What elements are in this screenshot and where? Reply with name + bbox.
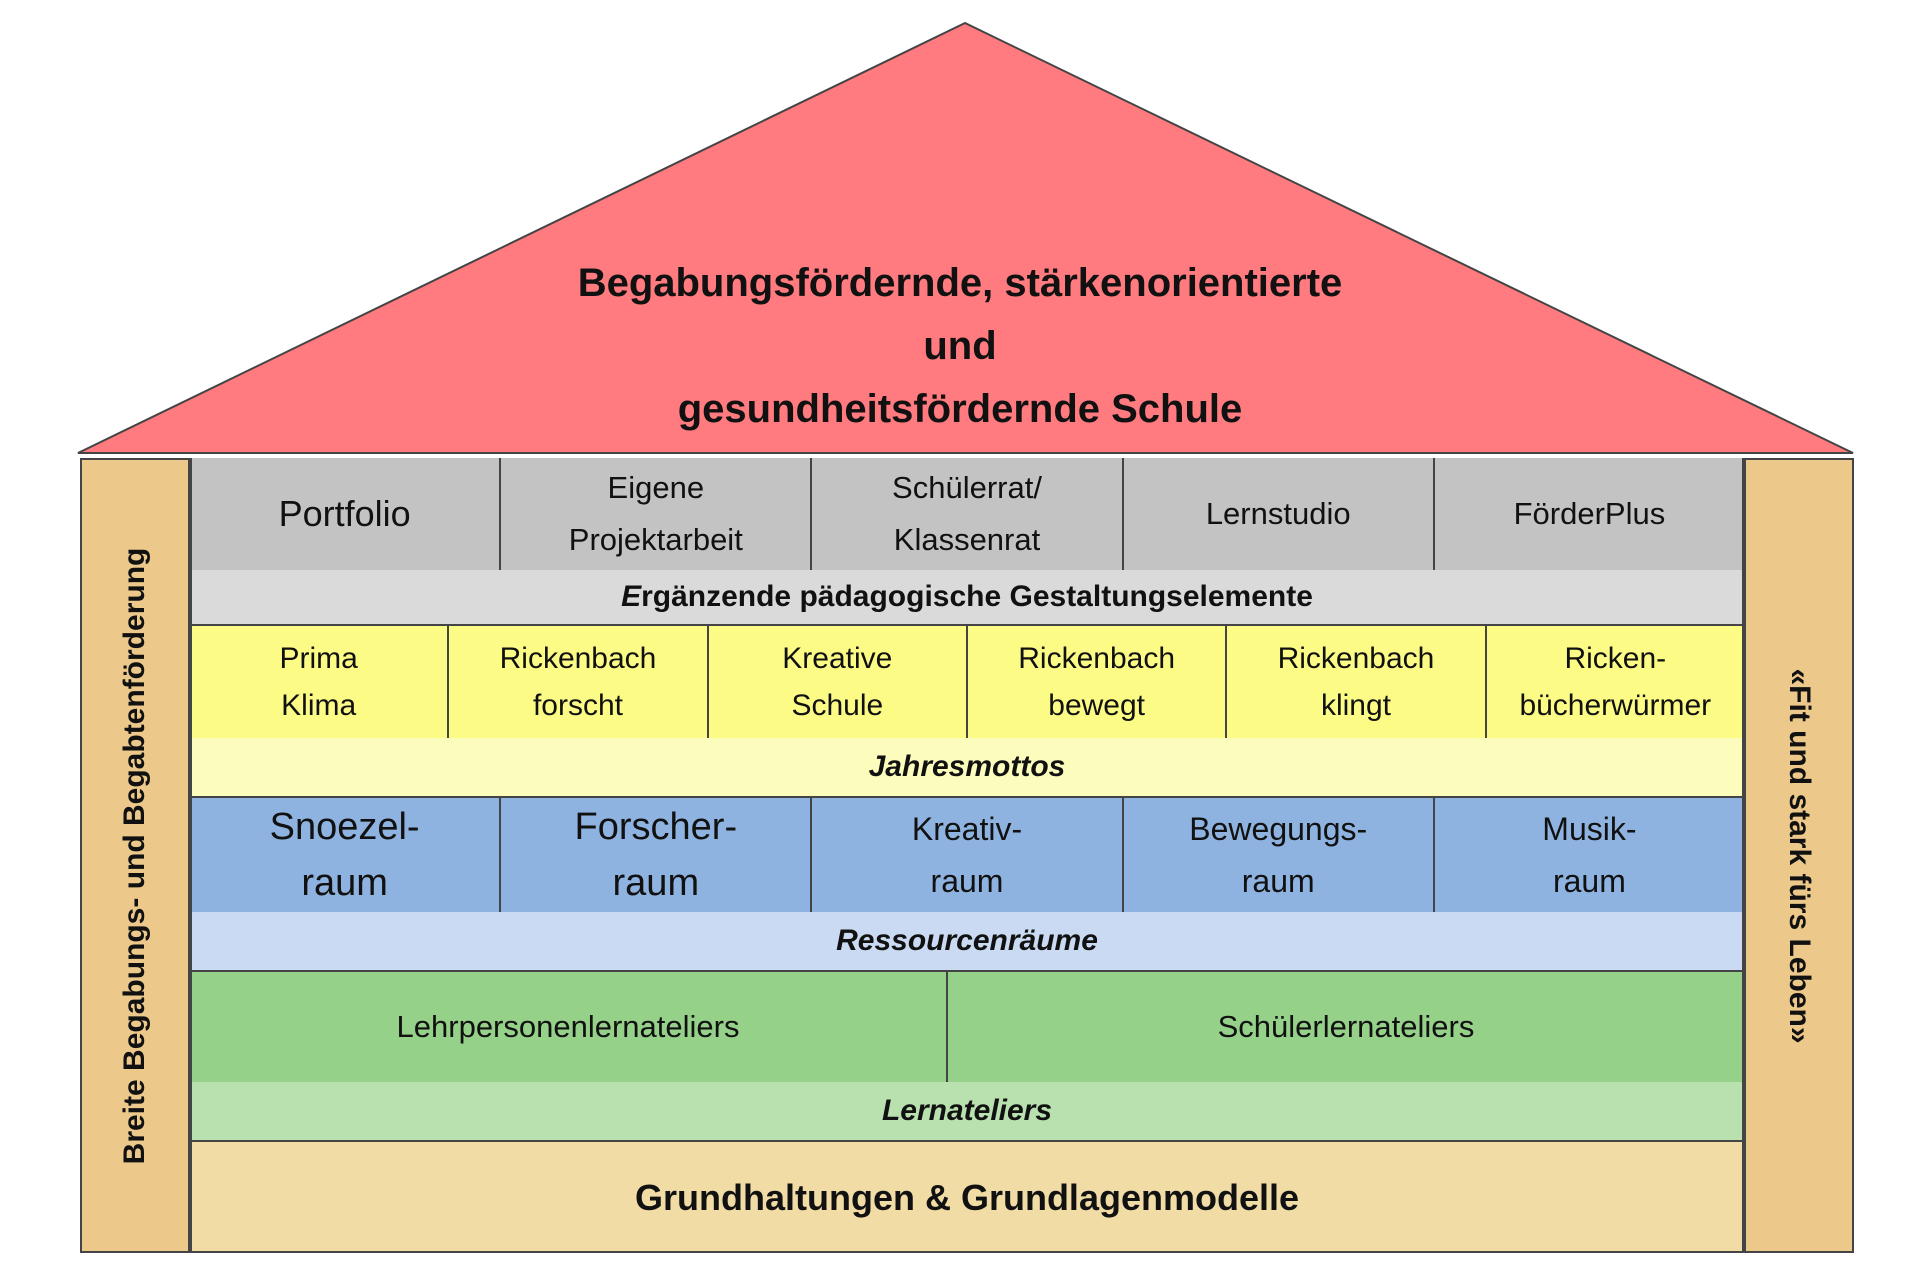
rooms-row: Snoezel- raum Forscher- raum Kreativ- ra… [190,796,1744,912]
room-snoezel: Snoezel- raum [190,798,502,912]
element-schuelerrat: Schülerrat/ Klassenrat [812,458,1124,570]
motto-kreative-schule: Kreative Schule [709,626,968,738]
roof [77,21,1854,454]
roof-title: Begabungsfördernde, stärkenorientierte u… [480,252,1440,441]
atelier-schueler: Schülerlernateliers [1217,1009,1475,1044]
pillar-right: «Fit und stark fürs Leben» [1744,458,1854,1253]
roof-title-line-3: gesundheitsfördernde Schule [677,387,1243,431]
motto-forscht: Rickenbach forscht [449,626,709,738]
room-bewegung: Bewegungs- raum [1124,798,1435,912]
motto-buecherwuermer: Ricken- bücherwürmer [1519,642,1712,722]
element-foerderplus: FörderPlus [1513,496,1666,531]
house-body: Portfolio Eigene Projektarbeit Schülerra… [190,458,1744,1253]
roof-triangle [77,21,1854,454]
room-musik: Musik- raum [1542,811,1637,899]
design-elements-label-initial: E [621,580,642,613]
pillar-left: Breite Begabungs- und Begabtenförderung [80,458,190,1253]
motto-bewegt: Rickenbach bewegt [968,626,1228,738]
motto-klingt: Rickenbach klingt [1227,626,1487,738]
motto-prima-klima: Prima Klima [190,626,450,738]
atelier-lehrpersonen: Lehrpersonenlernateliers [190,972,948,1082]
rooms-label: Ressourcenräume [190,912,1744,970]
ateliers-label: Lernateliers [190,1082,1744,1140]
element-projektarbeit: Eigene Projektarbeit [501,458,813,570]
design-elements-row: Portfolio Eigene Projektarbeit Schülerra… [190,458,1744,570]
mottos-label: Jahresmottos [190,738,1744,796]
roof-title-line-2: und [923,324,997,368]
room-kreativ: Kreativ- raum [812,798,1124,912]
pillar-left-label: Breite Begabungs- und Begabtenförderung [118,547,151,1164]
mottos-row: Prima Klima Rickenbach forscht Kreative … [190,624,1744,738]
design-elements-label-text: rgänzende pädagogische Gestaltungselemen… [641,580,1313,613]
pillar-right-label: «Fit und stark fürs Leben» [1783,667,1816,1044]
foundation: Grundhaltungen & Grundlagenmodelle [190,1140,1744,1253]
ateliers-row: Lehrpersonenlernateliers Schülerlernatel… [190,970,1744,1082]
room-forscher: Forscher- raum [501,798,813,912]
element-lernstudio: Lernstudio [1124,458,1435,570]
element-portfolio: Portfolio [190,458,502,570]
roof-title-line-1: Begabungsfördernde, stärkenorientierte [577,261,1343,305]
